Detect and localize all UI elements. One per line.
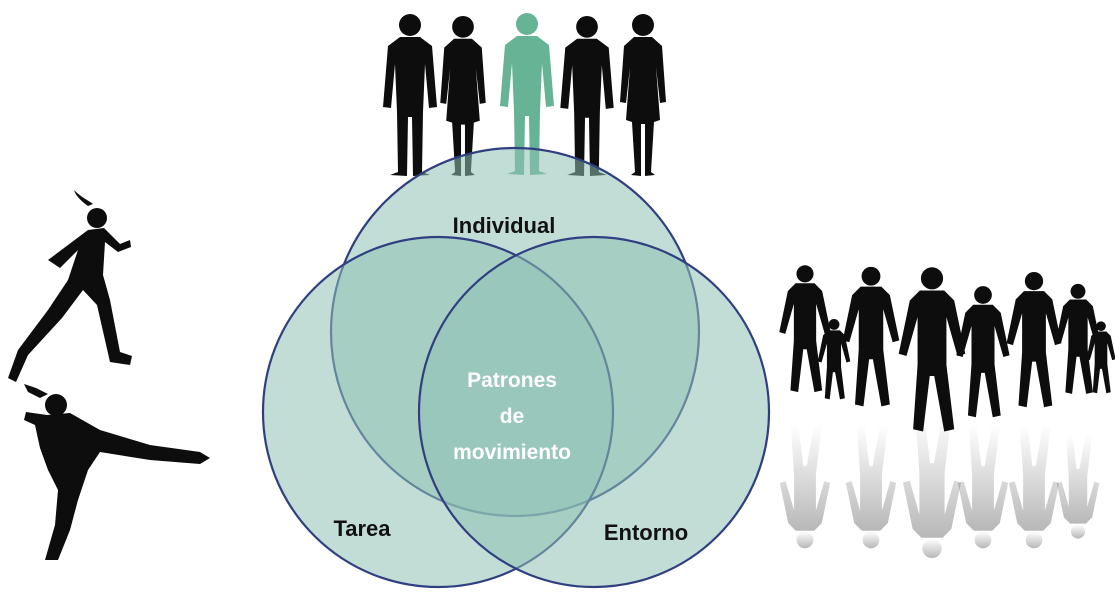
center-label-line-1: Patrones xyxy=(467,369,557,392)
person-silhouette-icon xyxy=(620,14,666,176)
walker-icon xyxy=(1006,271,1062,408)
person-silhouette-icon xyxy=(560,15,614,177)
person-silhouette-icon xyxy=(383,14,437,176)
walker-icon xyxy=(779,265,831,393)
circle-environment xyxy=(417,235,771,589)
center-label-line-3: movimiento xyxy=(453,441,571,464)
center-label: Patrones de movimiento xyxy=(453,369,571,464)
walker-icon xyxy=(842,266,900,407)
label-environment: Entorno xyxy=(604,520,688,545)
thrower-silhouette-icon xyxy=(24,384,210,560)
crowd-reflection xyxy=(779,414,1100,559)
center-label-line-2: de xyxy=(500,405,525,428)
label-individual: Individual xyxy=(453,213,556,238)
label-task: Tarea xyxy=(333,516,391,541)
runner-silhouette-icon xyxy=(8,190,132,382)
walking-crowd-silhouettes xyxy=(779,265,1115,559)
walker-icon xyxy=(898,267,966,432)
venn-circles xyxy=(261,146,771,589)
